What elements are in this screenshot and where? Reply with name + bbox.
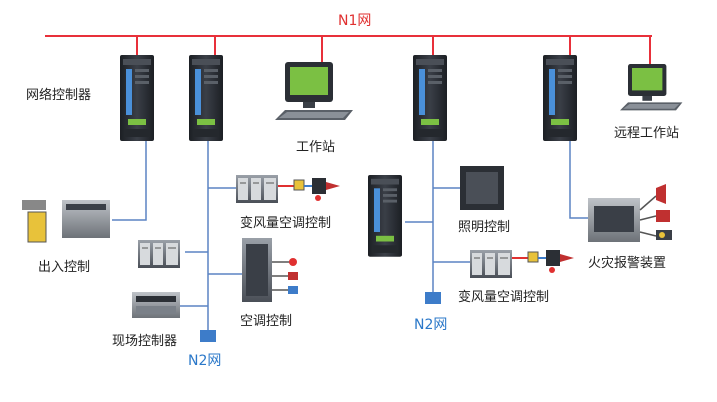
server-tower-icon (189, 55, 223, 141)
alarm-siren-icon (656, 184, 672, 240)
n2-network-left-label: N2网 (188, 353, 222, 369)
valve-actuator-icon (277, 177, 341, 202)
ac-unit-icon (242, 238, 298, 302)
n2-network-right-label: N2网 (414, 317, 448, 333)
network-controller-label: 网络控制器 (26, 88, 92, 103)
lighting-control-label: 照明控制 (458, 220, 511, 235)
vav-control-left-label: 变风量空调控制 (240, 216, 332, 231)
door-reader-icon (22, 200, 110, 243)
server-tower-icon (543, 55, 577, 141)
desktop-workstation-icon (620, 64, 683, 111)
server-tower-icon (413, 55, 447, 141)
fire-alarm-label: 火灾报警装置 (588, 256, 667, 271)
light-box-icon (460, 166, 504, 210)
desktop-workstation-icon (275, 62, 353, 120)
controller-module-icon (235, 174, 279, 204)
fire-panel-icon (588, 195, 657, 242)
controller-module-icon (137, 239, 181, 269)
valve-actuator-icon (511, 249, 575, 274)
ac-control-label: 空调控制 (240, 314, 293, 329)
vav-control-right-label: 变风量空调控制 (458, 290, 550, 305)
field-controller-label: 现场控制器 (112, 334, 178, 349)
n2-terminator-icon (425, 292, 441, 304)
n1-network-label: N1网 (338, 13, 372, 29)
access-control-label: 出入控制 (38, 260, 91, 275)
workstation-label: 工作站 (296, 140, 336, 155)
controller-module-icon (469, 249, 513, 279)
n2-terminator-icon (200, 330, 216, 342)
server-tower-icon (120, 55, 154, 141)
field-controller-icon (132, 292, 180, 318)
server-tower-icon (368, 175, 402, 257)
remote-workstation-label: 远程工作站 (614, 126, 680, 141)
